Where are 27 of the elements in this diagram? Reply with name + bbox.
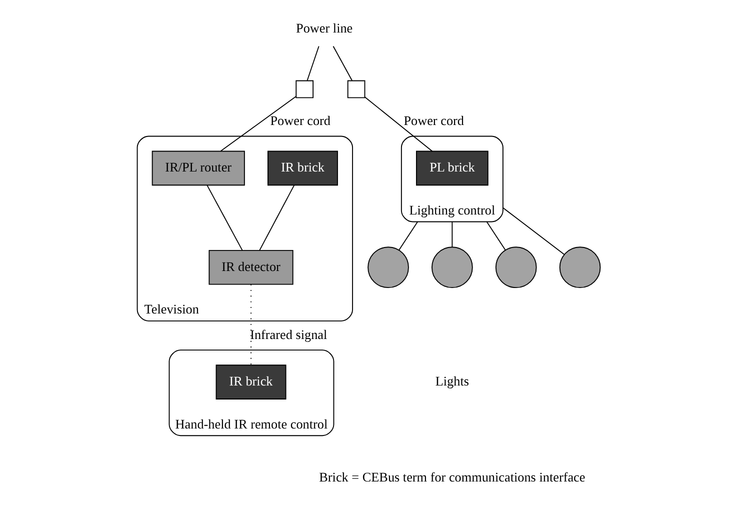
label: Brick = CEBus term for communications interface [318,469,585,484]
connector [206,184,242,251]
node-circle [558,246,600,288]
edge-label: Infrared signal [250,326,327,342]
node-box: IR/PL router [151,150,244,186]
edge-label: Power cord [403,113,464,128]
connector [451,221,452,248]
edge-label: Power cord [270,113,330,128]
connector [364,96,432,152]
label: Lights [434,374,468,389]
node-box [346,80,365,98]
connector [306,46,319,81]
node-circle [367,246,408,288]
node-circle [494,246,536,288]
node-box: IR detector [208,250,293,285]
node-box [295,80,314,98]
connector [502,207,564,255]
node-box: PL brick [416,150,488,186]
node-text: Power line [296,20,352,36]
connector [398,221,418,250]
node-box: IR brick [215,364,286,400]
connector [486,221,506,250]
connector [258,184,294,251]
connector [220,96,296,152]
node-circle [431,246,472,288]
connector [332,46,352,81]
node-box: IR brick [266,150,338,186]
